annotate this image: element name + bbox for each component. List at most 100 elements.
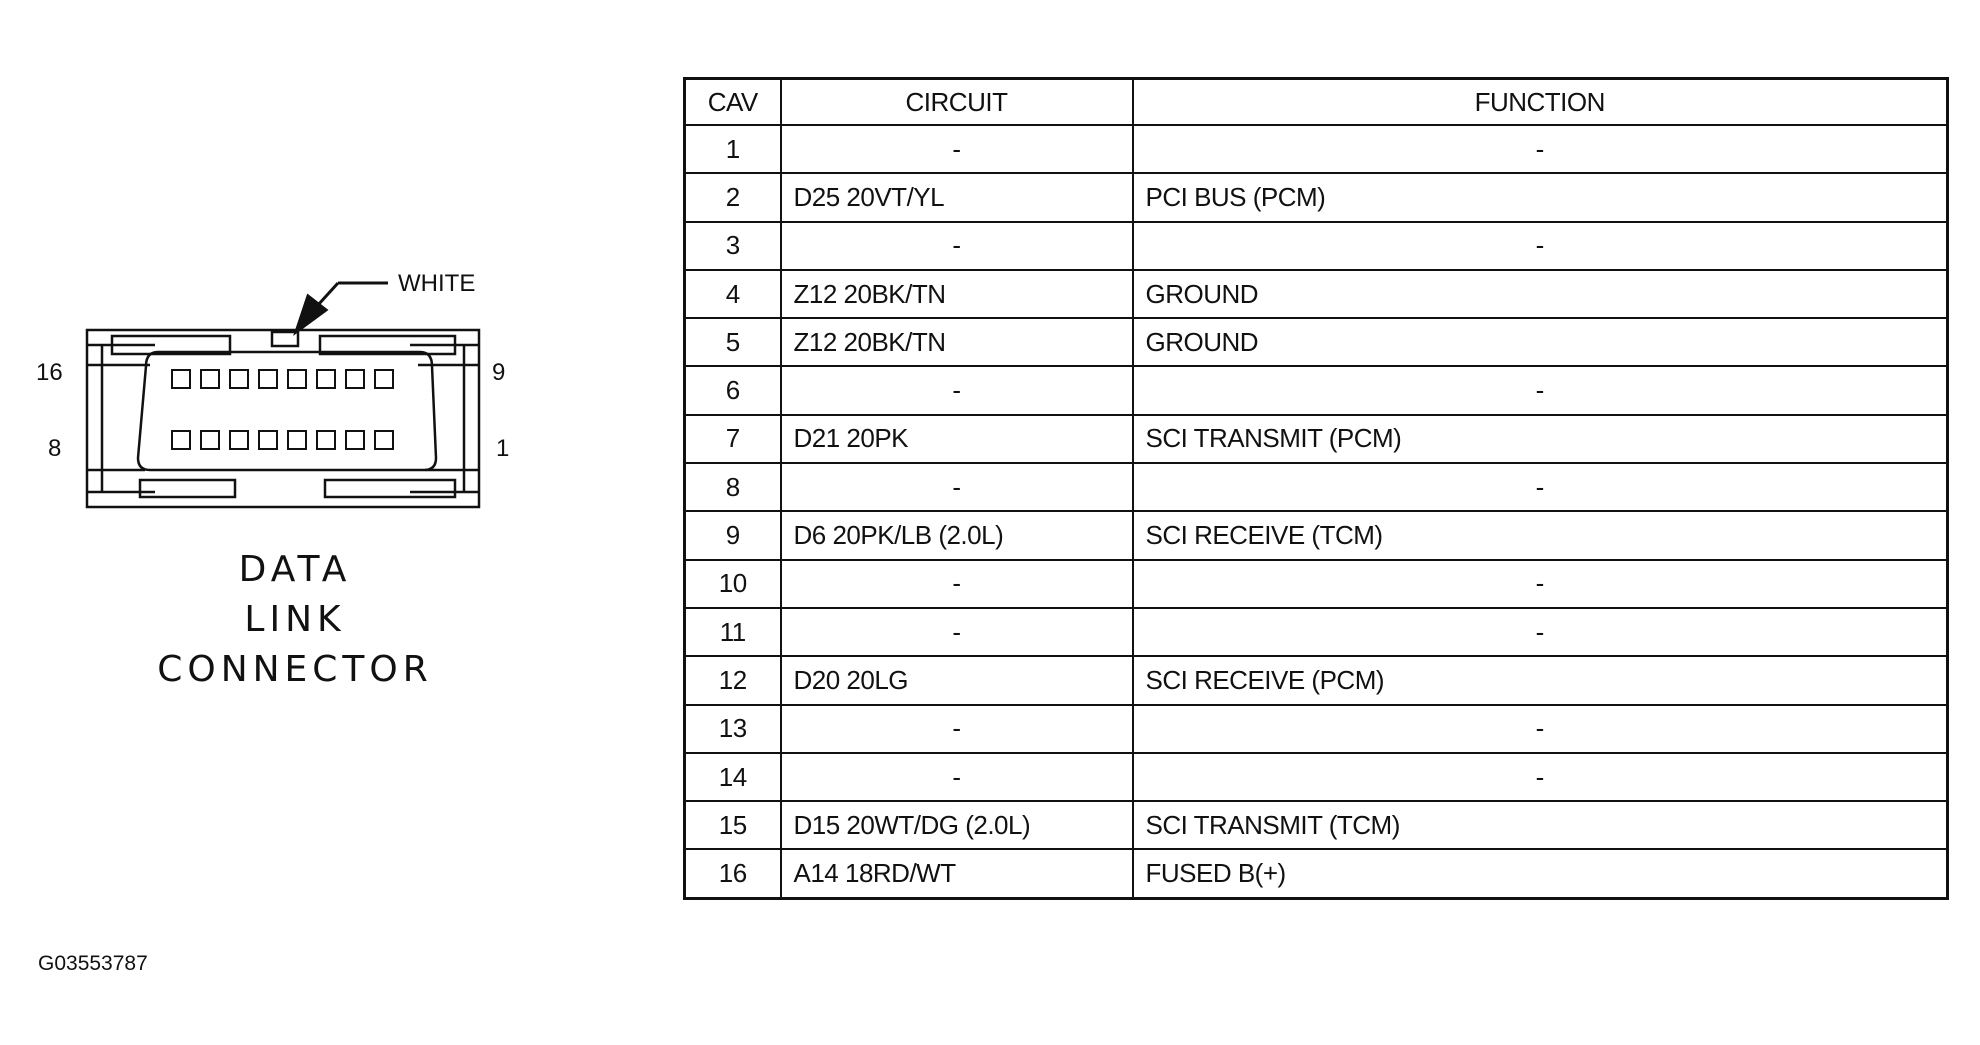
cell-function: -	[1131, 365, 1949, 416]
cell-function: SCI RECEIVE (PCM)	[1131, 655, 1949, 706]
cell-cav: 5	[683, 317, 782, 368]
table-row: 3--	[683, 220, 1949, 271]
cell-function: -	[1131, 703, 1949, 754]
cell-cav: 13	[683, 703, 782, 754]
cell-function: SCI TRANSMIT (TCM)	[1131, 800, 1949, 851]
table-row: 14--	[683, 751, 1949, 803]
cell-function: -	[1131, 606, 1949, 658]
pin-cavity	[287, 430, 307, 450]
cell-circuit: D20 20LG	[779, 655, 1134, 706]
header-cav: CAV	[683, 77, 782, 126]
white-key-tab	[270, 330, 300, 348]
cell-cav: 15	[683, 800, 782, 851]
cell-function: -	[1131, 558, 1949, 609]
cell-function: -	[1131, 220, 1949, 271]
connector-title-line-2: LINK	[244, 599, 346, 640]
pin-cavity	[171, 430, 191, 450]
cell-cav: 7	[683, 413, 782, 465]
cell-cav: 2	[683, 172, 782, 223]
cell-function: FUSED B(+)	[1131, 848, 1949, 900]
cell-circuit: D6 20PK/LB (2.0L)	[779, 510, 1134, 561]
figure-id: G03553787	[38, 952, 148, 975]
pin-cavity	[287, 369, 307, 389]
connector-title-line-3: CONNECTOR	[157, 649, 433, 690]
cell-cav: 3	[683, 220, 782, 271]
pin-label-9: 9	[492, 359, 505, 386]
cell-function: -	[1131, 462, 1949, 513]
table-row: 10--	[683, 558, 1949, 609]
header-function: FUNCTION	[1131, 77, 1949, 126]
cell-circuit: -	[779, 220, 1134, 271]
cell-circuit: D21 20PK	[779, 413, 1134, 465]
pin-cavity	[374, 430, 394, 450]
callout-label-white: WHITE	[398, 270, 475, 297]
pin-cavity	[258, 430, 278, 450]
pin-cavity	[316, 369, 336, 389]
cell-cav: 4	[683, 268, 782, 320]
cell-cav: 8	[683, 462, 782, 513]
cell-cav: 11	[683, 606, 782, 658]
pin-cavity	[229, 369, 249, 389]
white-callout-arrow	[293, 281, 388, 336]
cell-circuit: -	[779, 123, 1134, 175]
cell-circuit: -	[779, 558, 1134, 609]
cell-function: GROUND	[1131, 317, 1949, 368]
table-row: 11--	[683, 606, 1949, 658]
cell-cav: 14	[683, 751, 782, 803]
pin-cavity	[200, 430, 220, 450]
data-link-connector-diagram: WHITE 16 9 8 1	[36, 270, 509, 509]
table-row: 13--	[683, 703, 1949, 754]
cell-function: -	[1131, 123, 1949, 175]
cell-cav: 10	[683, 558, 782, 609]
cell-circuit: -	[779, 462, 1134, 513]
connector-title-line-1: DATA	[238, 549, 352, 590]
cell-circuit: -	[779, 751, 1134, 803]
cell-function: SCI TRANSMIT (PCM)	[1131, 413, 1949, 465]
pin-cavity	[229, 430, 249, 450]
cell-circuit: -	[779, 606, 1134, 658]
cell-circuit: D15 20WT/DG (2.0L)	[779, 800, 1134, 851]
pin-cavity	[345, 430, 365, 450]
pin-label-1: 1	[496, 435, 509, 462]
cell-function: PCI BUS (PCM)	[1131, 172, 1949, 223]
cell-function: SCI RECEIVE (TCM)	[1131, 510, 1949, 561]
cell-function: GROUND	[1131, 268, 1949, 320]
connector-title: DATA LINK CONNECTOR	[130, 545, 460, 695]
cell-circuit: -	[779, 365, 1134, 416]
pin-label-8: 8	[48, 435, 61, 462]
table-row: 6--	[683, 365, 1949, 416]
cell-function: -	[1131, 751, 1949, 803]
pin-cavity	[316, 430, 336, 450]
pin-label-16: 16	[36, 359, 63, 386]
table-header-row: CAV CIRCUIT FUNCTION	[683, 77, 1949, 126]
connector-receptacle	[136, 350, 438, 472]
cell-circuit: Z12 20BK/TN	[779, 268, 1134, 320]
pin-cavity	[258, 369, 278, 389]
cell-cav: 1	[683, 123, 782, 175]
cell-circuit: D25 20VT/YL	[779, 172, 1134, 223]
pin-cavity	[345, 369, 365, 389]
header-circuit: CIRCUIT	[779, 77, 1134, 126]
cell-cav: 9	[683, 510, 782, 561]
pin-cavity	[374, 369, 394, 389]
cell-circuit: -	[779, 703, 1134, 754]
cell-cav: 12	[683, 655, 782, 706]
pin-cavity	[171, 369, 191, 389]
cell-cav: 6	[683, 365, 782, 416]
table-row: 1--	[683, 123, 1949, 175]
table-row: 8--	[683, 462, 1949, 513]
cell-circuit: A14 18RD/WT	[779, 848, 1134, 900]
cell-cav: 16	[683, 848, 782, 900]
connector-housing	[85, 328, 481, 509]
pin-cavity	[200, 369, 220, 389]
cell-circuit: Z12 20BK/TN	[779, 317, 1134, 368]
